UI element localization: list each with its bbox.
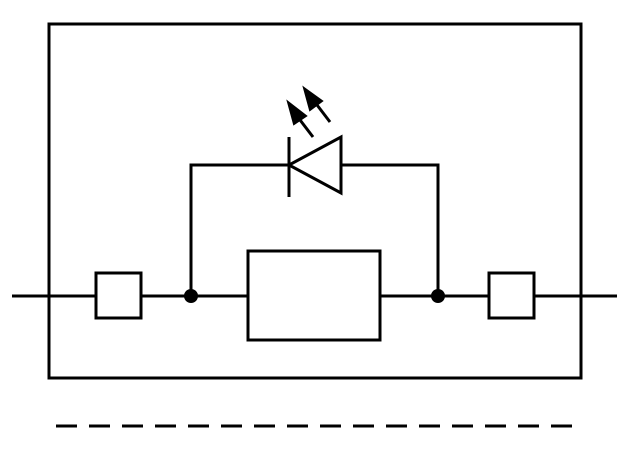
led-diode-triangle: [285, 134, 343, 196]
led-branch-wire-right: [341, 163, 440, 296]
fuse-element: [246, 249, 382, 342]
left-terminal: [94, 271, 143, 320]
terminal-housing-outline: [47, 22, 583, 380]
right-terminal: [487, 271, 536, 320]
light-emission-arrows-icon: [286, 85, 332, 138]
led-branch-wire-left: [189, 163, 289, 296]
